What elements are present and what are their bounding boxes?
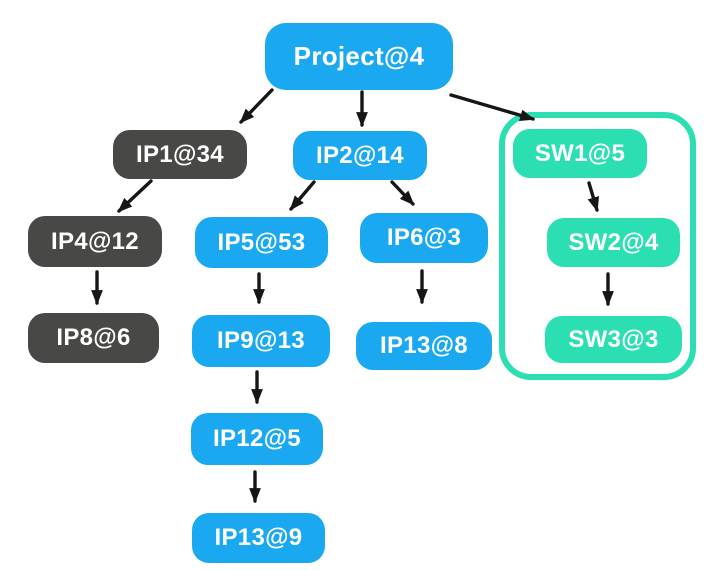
node-ip5: IP5@53 <box>195 217 328 268</box>
node-sw3: SW3@3 <box>545 316 682 363</box>
node-project: Project@4 <box>265 23 453 90</box>
node-ip13-bottom: IP13@9 <box>192 513 325 563</box>
node-ip1: IP1@34 <box>113 130 247 179</box>
edge-ip2-ip5 <box>289 180 316 211</box>
node-ip2: IP2@14 <box>293 131 427 180</box>
node-sw1: SW1@5 <box>513 129 647 178</box>
edge-ip2-ip6 <box>390 180 415 206</box>
node-ip9: IP9@13 <box>192 315 330 367</box>
node-sw2: SW2@4 <box>547 218 680 267</box>
node-ip4: IP4@12 <box>28 216 162 267</box>
node-ip6: IP6@3 <box>360 213 488 263</box>
node-ip13-mid: IP13@8 <box>356 322 492 370</box>
node-ip8: IP8@6 <box>28 313 159 363</box>
edge-project-ip1 <box>239 88 274 124</box>
node-ip12: IP12@5 <box>191 413 323 465</box>
sw-group-outline <box>499 112 696 380</box>
edge-ip1-ip4 <box>117 179 153 213</box>
